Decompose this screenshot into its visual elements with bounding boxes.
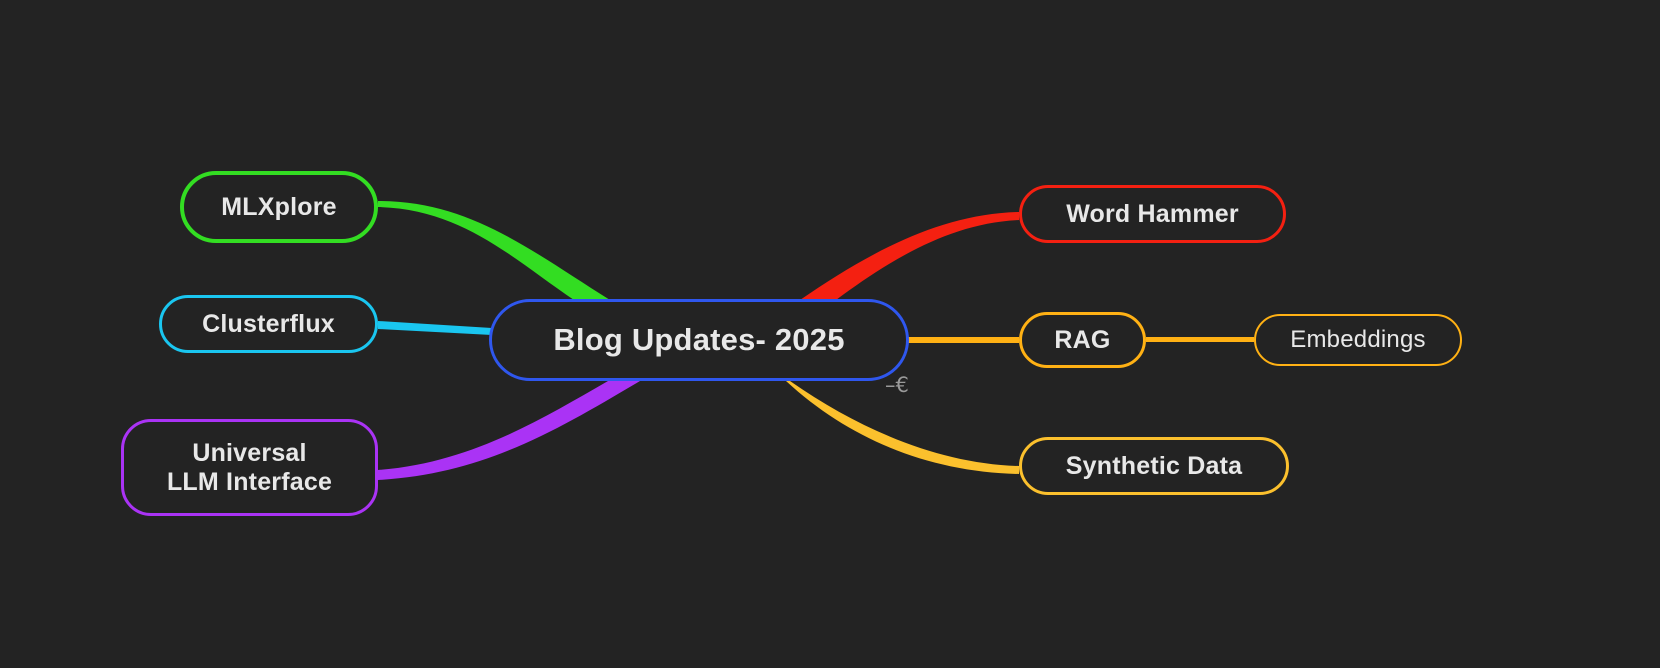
branch-universal-llm-interface	[378, 381, 640, 480]
node-mlxplore[interactable]: MLXplore	[180, 171, 378, 243]
branch-embeddings	[1146, 337, 1254, 342]
node-rag[interactable]: RAG	[1019, 312, 1146, 368]
node-universal-llm-interface[interactable]: Universal LLM Interface	[121, 419, 378, 516]
node-synthetic-data[interactable]: Synthetic Data	[1019, 437, 1289, 495]
branch-clusterflux	[378, 321, 492, 335]
branch-word-hammer	[800, 212, 1019, 300]
node-embeddings[interactable]: Embeddings	[1254, 314, 1462, 366]
euro-marker-icon[interactable]: –€	[885, 373, 909, 397]
node-word-hammer[interactable]: Word Hammer	[1019, 185, 1286, 243]
branch-mlxplore	[378, 201, 610, 300]
central-node[interactable]: Blog Updates- 2025	[489, 299, 909, 381]
branch-rag	[908, 337, 1019, 343]
node-clusterflux[interactable]: Clusterflux	[159, 295, 378, 353]
